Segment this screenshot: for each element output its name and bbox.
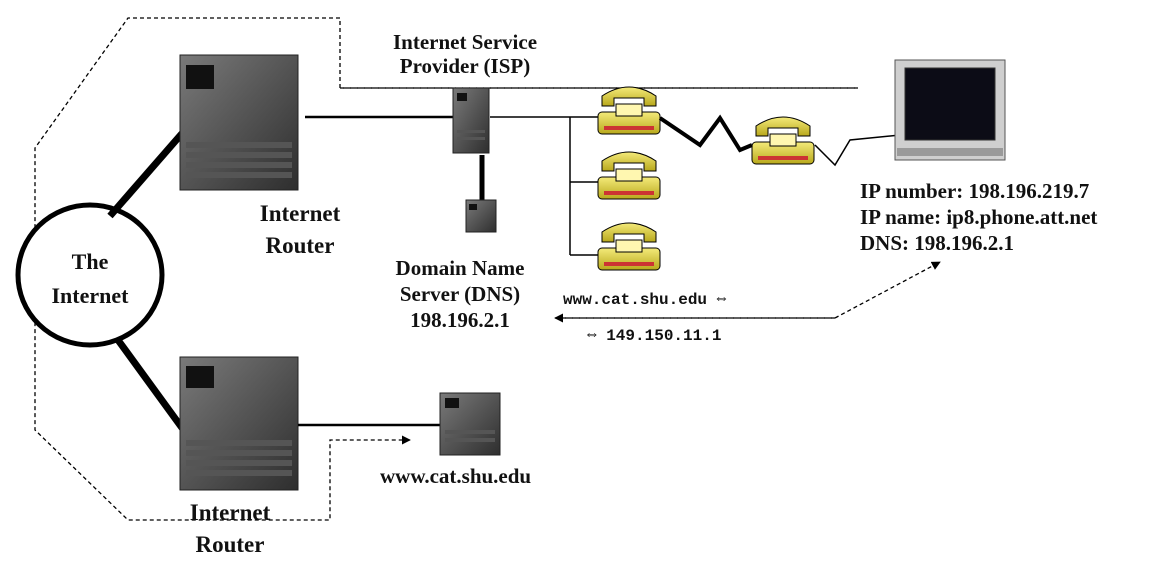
modem-phone-1-icon: [597, 86, 661, 135]
router-bottom-label-line1: Internet: [189, 500, 271, 525]
isp-label-line1: Internet Service: [392, 30, 538, 54]
link-internet-router-top: [107, 127, 188, 219]
dns-label-line2: Server (DNS): [399, 282, 521, 306]
router-bottom-label: Internet Router: [170, 497, 290, 561]
internet-cloud: [15, 202, 165, 348]
dns-server-label: Domain Name Server (DNS) 198.196.2.1: [380, 255, 540, 333]
dns-query-label: www.cat.shu.edu ⇔: [563, 291, 727, 309]
internet-label-line1: The: [71, 249, 109, 274]
isp-server-icon: [452, 87, 490, 154]
isp-label-line2: Provider (ISP): [399, 54, 531, 78]
isp-label: Internet Service Provider (ISP): [380, 30, 550, 78]
dns-answer-label: ⇔ 149.150.11.1: [587, 327, 722, 345]
client-info: IP number: 198.196.219.7 IP name: ip8.ph…: [860, 178, 1097, 256]
phone-line-zigzag: [658, 114, 753, 153]
dns-server-icon: [465, 199, 497, 233]
router-top-icon: [179, 54, 299, 191]
web-server-label: www.cat.shu.edu: [380, 464, 532, 488]
dns-label-line1: Domain Name: [395, 256, 525, 280]
router-bottom-label-line2: Router: [195, 532, 265, 557]
client-ip-name: IP name: ip8.phone.att.net: [860, 205, 1098, 229]
internet-label-line2: Internet: [51, 283, 129, 308]
phone-to-pc-line: [814, 134, 901, 167]
modem-phone-3-icon: [597, 222, 661, 271]
modem-phone-2-icon: [597, 151, 661, 200]
internet-label: The Internet: [42, 245, 138, 313]
client-ip-number: IP number: 198.196.219.7: [860, 179, 1090, 203]
client-dns: DNS: 198.196.2.1: [860, 231, 1015, 255]
router-bottom-icon: [179, 356, 299, 491]
client-pc-icon: [894, 59, 1006, 161]
dns-label-line3: 198.196.2.1: [410, 308, 510, 332]
web-server-icon: [439, 392, 501, 456]
router-top-label-line1: Internet: [259, 201, 341, 226]
router-top-label: Internet Router: [240, 198, 360, 262]
client-phone-icon: [751, 116, 815, 165]
link-internet-router-bottom: [115, 337, 188, 435]
router-top-label-line2: Router: [265, 233, 335, 258]
